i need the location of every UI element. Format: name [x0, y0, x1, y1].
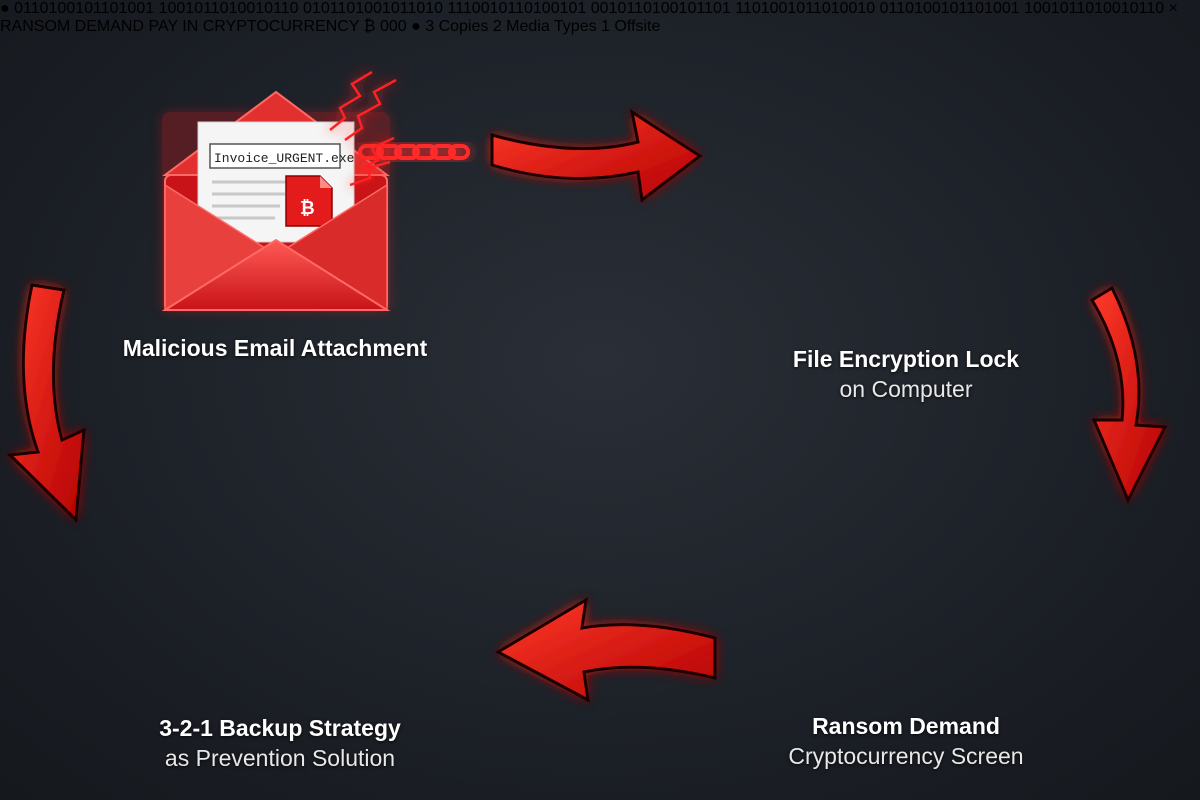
window-close-icon[interactable]: ×: [1168, 0, 1178, 17]
encryption-caption: File Encryption Lock on Computer: [700, 344, 1112, 404]
apple-logo-icon: ●: [411, 18, 421, 35]
attachment-bitcoin-symbol: ₿: [300, 198, 315, 219]
window-dot-green: × RANSOM DEMAND PAY IN CRYPTOCURRENCY ₿ …: [0, 0, 1178, 35]
arrow-ransom-to-backup: [494, 597, 717, 703]
backup-labels: 3 Copies 2 Media Types 1 Offsite: [425, 18, 660, 35]
label-2-media-types-text: 2 Media Types: [492, 18, 597, 35]
email-title: Malicious Email Attachment: [122, 335, 428, 361]
window-dot-red: × RANSOM DEMAND PAY IN CRYPTOCURRENCY ₿ …: [0, 0, 1178, 35]
apple-logo-icon: ●: [0, 0, 10, 17]
label-2-media-types: 2 Media Types: [493, 18, 601, 35]
ransom-caption: Ransom Demand Cryptocurrency Screen: [700, 711, 1112, 771]
padlock-icon: 0110100101101001 1001011010010110 010110…: [14, 0, 1165, 17]
email-illustration: Invoice_URGENT.exe ₿: [161, 70, 470, 312]
email-chain: [358, 144, 470, 160]
label-3-copies-text: 3 Copies: [425, 18, 489, 35]
window-dot-yellow: × RANSOM DEMAND PAY IN CRYPTOCURRENCY ₿ …: [0, 0, 1178, 35]
arrow-email-to-encryption: [490, 108, 703, 203]
encryption-subtitle: on Computer: [839, 376, 973, 402]
letter-document: Invoice_URGENT.exe ₿: [197, 121, 355, 243]
label-3-copies: 3 Copies: [425, 18, 493, 35]
label-1-offsite-text: 1 Offsite: [601, 18, 661, 35]
backup-title: 3-2-1 Backup Strategy: [159, 715, 401, 741]
ransom-subheading: PAY IN CRYPTOCURRENCY: [148, 18, 360, 35]
ransom-window: × RANSOM DEMAND PAY IN CRYPTOCURRENCY ₿ …: [0, 0, 1178, 35]
label-1-offsite: 1 Offsite: [601, 18, 660, 35]
ransom-monitor: × RANSOM DEMAND PAY IN CRYPTOCURRENCY ₿ …: [0, 0, 1178, 35]
ransom-counter: 000: [379, 18, 407, 35]
encryption-monitor: ●: [0, 0, 14, 17]
attachment-filename: Invoice_URGENT.exe: [214, 151, 354, 166]
arrow-encryption-to-ransom: [1089, 285, 1168, 504]
backup-caption: 3-2-1 Backup Strategy as Prevention Solu…: [70, 713, 490, 773]
ransom-subtitle: Cryptocurrency Screen: [788, 743, 1024, 769]
backup-subtitle: as Prevention Solution: [164, 745, 396, 771]
attachment-file-icon: ₿: [285, 175, 333, 227]
email-caption: Malicious Email Attachment: [80, 333, 470, 363]
ransom-heading: RANSOM DEMAND: [0, 18, 145, 35]
arrow-email-to-backup: [6, 283, 86, 524]
encryption-screen: ●: [0, 0, 14, 17]
spark-effect: [329, 70, 397, 187]
ransom-title: Ransom Demand: [812, 713, 1000, 739]
bitcoin-icon: ₿: [363, 18, 376, 35]
encryption-title: File Encryption Lock: [792, 346, 1020, 372]
